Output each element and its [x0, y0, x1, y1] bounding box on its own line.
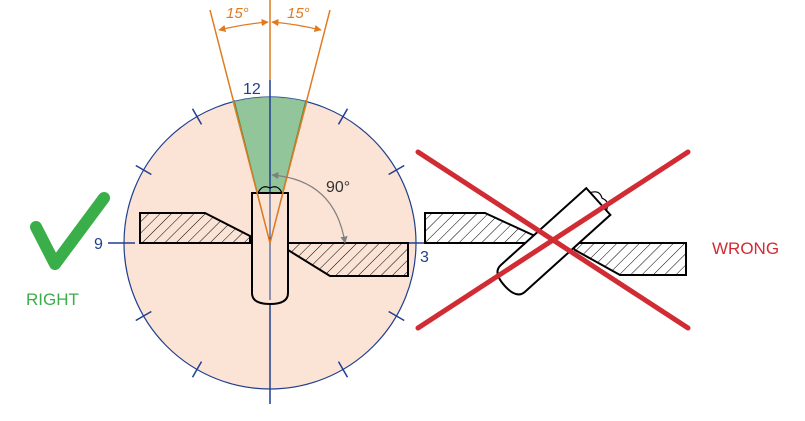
angle-label-right: 15°: [287, 5, 310, 22]
clock-tick: [388, 164, 405, 176]
cross-mark-icon: [415, 149, 691, 331]
angle-label-left: 15°: [226, 5, 249, 22]
angle-line-left: [209, 9, 271, 244]
clock-number-3: 3: [420, 249, 429, 266]
clock-tick: [388, 310, 405, 322]
clock-tick: [191, 108, 203, 125]
clock-tick: [135, 310, 152, 322]
right-angle-arc: [271, 171, 348, 244]
clock-tick: [337, 108, 349, 125]
clock-tick: [135, 164, 152, 176]
clock-number-12: 12: [243, 81, 261, 98]
clock-tick: [191, 361, 203, 378]
correct-example: 15° 15° 90° 12 9 3 RIGHT: [26, 0, 432, 404]
right-label: RIGHT: [26, 290, 79, 309]
clock-number-9: 9: [94, 236, 103, 253]
incorrect-example: WRONG: [415, 149, 779, 331]
check-mark-icon: [30, 192, 110, 270]
clock-ticks: [135, 108, 405, 378]
angle-arc-right: [271, 18, 322, 32]
wrong-label: WRONG: [712, 239, 779, 258]
clock-tick: [337, 361, 349, 378]
wrong-right-plate: [568, 242, 687, 276]
angle-arc-left: [218, 18, 269, 32]
right-angle-label: 90°: [326, 179, 350, 196]
left-plate: [139, 212, 251, 244]
